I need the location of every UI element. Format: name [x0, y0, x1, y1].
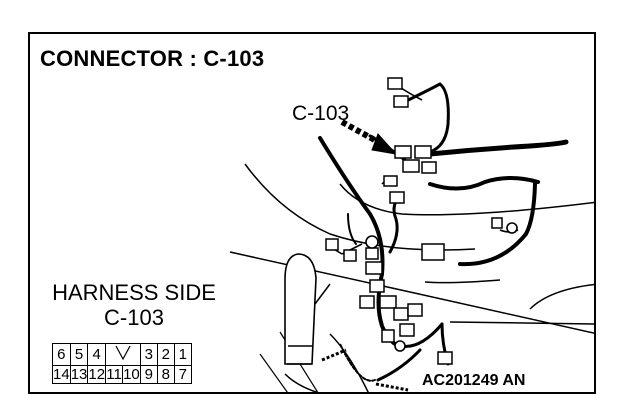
connector-callout-label: C-103 [292, 102, 350, 125]
pin-cell: 1 [173, 343, 192, 366]
diagram-title: CONNECTOR : C-103 [40, 46, 265, 71]
pin-row-bottom: 14 13 12 11 10 9 8 7 [52, 365, 192, 384]
vehicle-interior-illustration [229, 77, 594, 392]
diagram-frame: CONNECTOR : C-103 C-103 HARNESS SIDE C-1… [28, 32, 596, 394]
pin-cell: 11 [105, 365, 124, 384]
connector-key-notch [105, 343, 141, 366]
pin-cell: 13 [69, 365, 89, 384]
figure-code: AC201249 AN [422, 372, 526, 389]
pin-cell: 9 [139, 365, 158, 384]
pin-cell: 12 [87, 365, 107, 384]
pin-cell: 7 [173, 365, 192, 384]
pin-cell: 8 [156, 365, 175, 384]
pin-cell: 5 [69, 343, 89, 366]
callout-arrow [340, 119, 398, 155]
pin-cell: 14 [52, 365, 71, 384]
key-notch-icon [115, 345, 131, 361]
harness-side-line2: C-103 [104, 305, 164, 330]
pin-cell: 3 [139, 343, 158, 366]
gear-shift-knob [284, 253, 317, 365]
harness-side-line1: HARNESS SIDE [52, 280, 216, 305]
harness-side-caption: HARNESS SIDE C-103 [38, 280, 230, 330]
connector-blocks [325, 77, 503, 365]
wire-ends [321, 348, 409, 392]
pin-cell: 4 [87, 343, 107, 366]
pin-row-top: 6 5 4 3 2 1 [52, 343, 192, 366]
pin-cell: 2 [156, 343, 175, 366]
pin-cell: 6 [52, 343, 71, 366]
ground-terminals [365, 222, 518, 352]
connector-pin-layout: 6 5 4 3 2 1 14 13 12 11 10 9 8 7 [52, 343, 192, 384]
pin-cell: 10 [122, 365, 141, 384]
